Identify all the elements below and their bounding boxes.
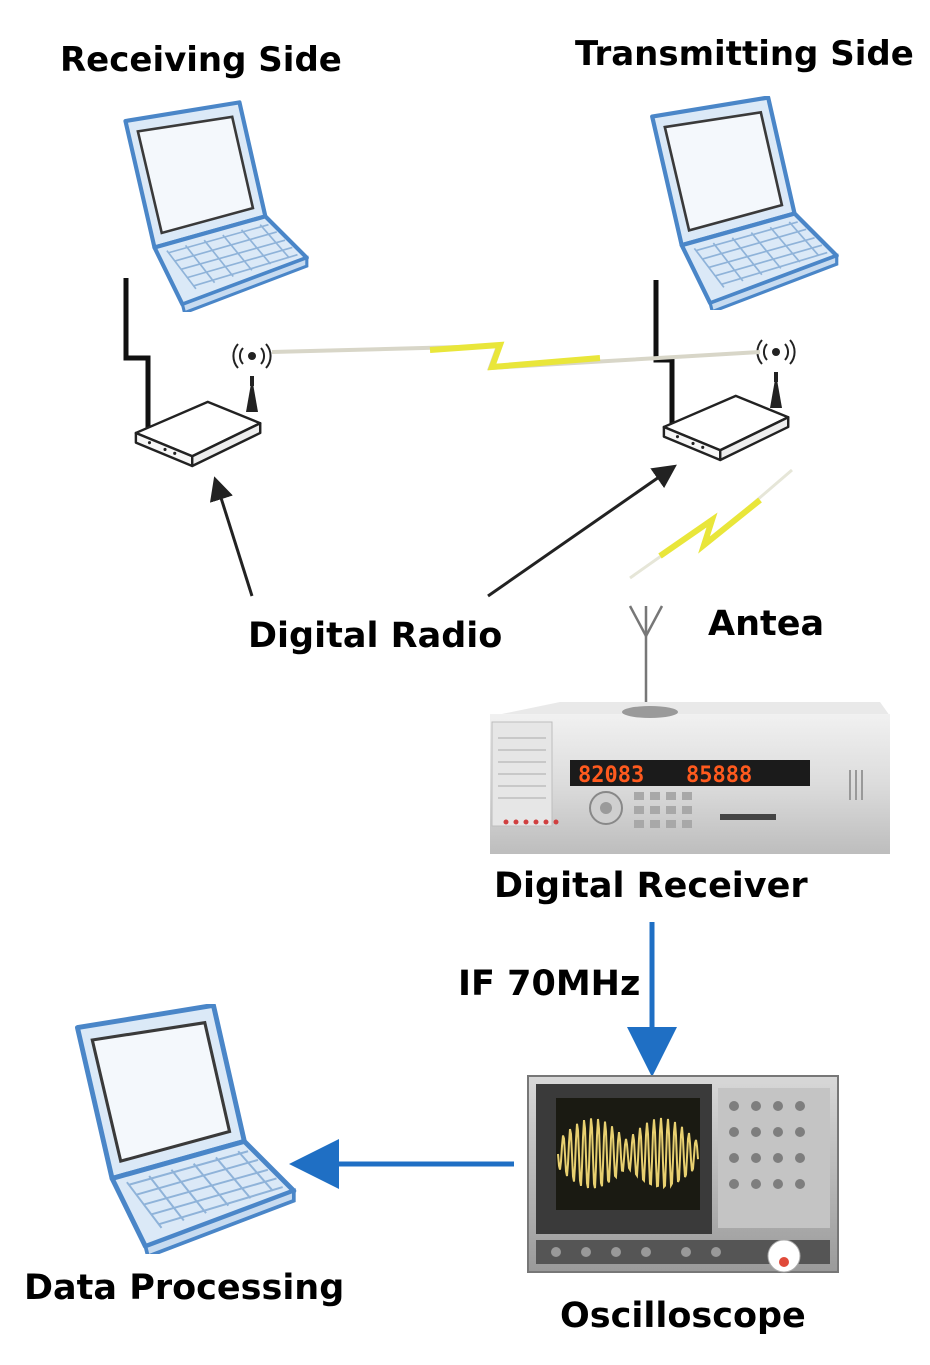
- receiver-display-right: 85888: [686, 763, 752, 788]
- transmitting-side-label: Transmitting Side: [575, 34, 914, 74]
- oscilloscope-device: [527, 1075, 839, 1273]
- antenna-link-lightning-icon: [629, 468, 793, 580]
- if-frequency-label: IF 70MHz: [458, 964, 641, 1004]
- digital-receiver-label: Digital Receiver: [494, 866, 808, 906]
- antenna-icon: [628, 605, 664, 706]
- antenna-label: Antea: [708, 604, 825, 644]
- oscilloscope-label: Oscilloscope: [560, 1296, 806, 1336]
- pointer-arrow-receiving-radio: [209, 476, 254, 597]
- digital-receiver-device: 82083 85888: [490, 702, 890, 854]
- transmitting-laptop-icon: [652, 98, 837, 312]
- radio-link-lightning-icon: [271, 341, 761, 371]
- receiving-radio-router-icon: [134, 343, 272, 468]
- transmitting-cable: [653, 280, 675, 428]
- oscilloscope-waveform: [557, 1117, 699, 1190]
- data-processing-laptop-icon: [77, 1005, 293, 1256]
- receiving-cable: [123, 278, 151, 438]
- digital-radio-label: Digital Radio: [248, 616, 503, 656]
- receiver-display-left: 82083: [578, 763, 644, 788]
- receiving-laptop-icon: [125, 102, 306, 312]
- pointer-arrow-transmitting-radio: [487, 464, 677, 598]
- data-processing-label: Data Processing: [24, 1268, 345, 1308]
- receiving-side-label: Receiving Side: [60, 40, 342, 80]
